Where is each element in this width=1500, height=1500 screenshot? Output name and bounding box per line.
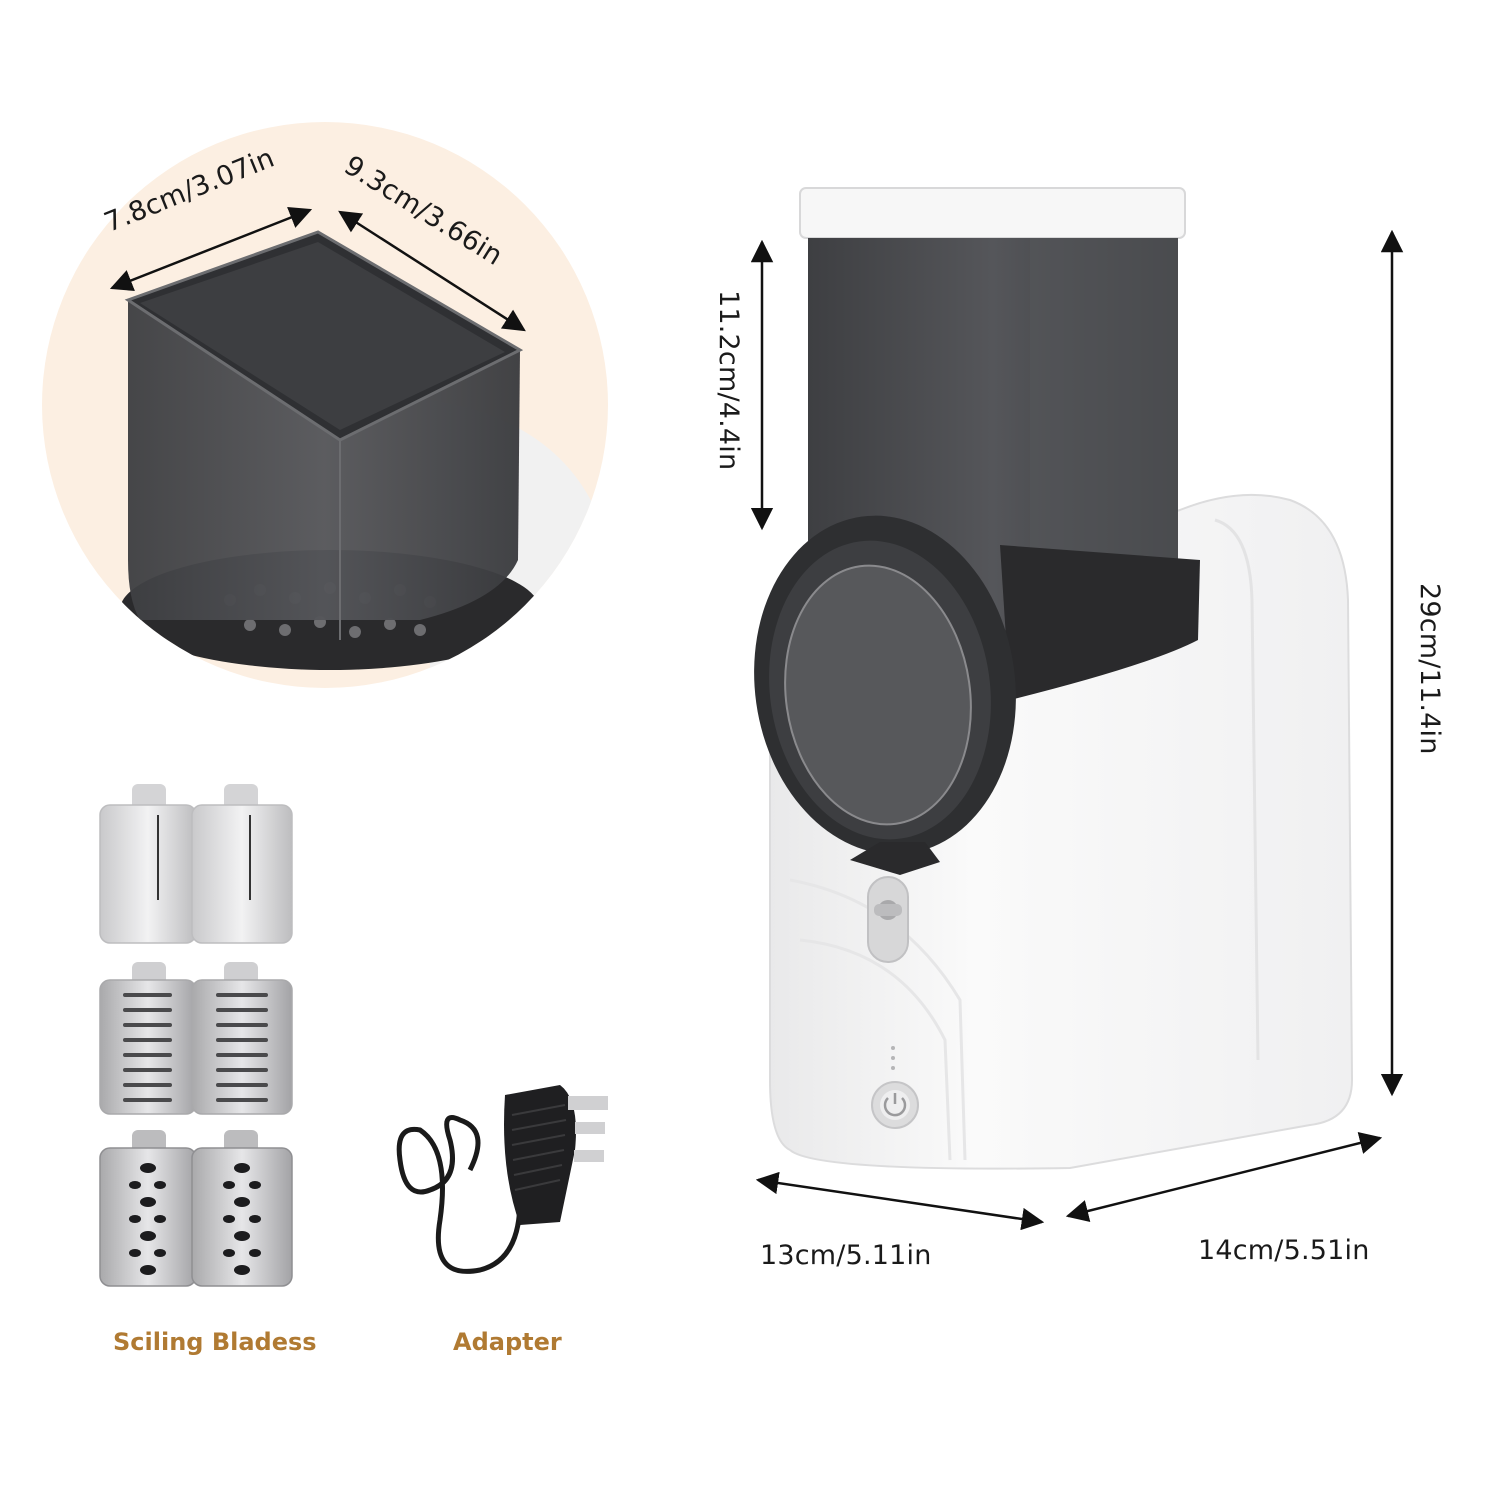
plug-icon (396, 1085, 608, 1274)
hopper-width-arrow (109, 206, 313, 292)
base-width-label: 13cm/5.11in (760, 1240, 932, 1271)
base-depth-arrow (1065, 1131, 1383, 1223)
power-button-icon (871, 1081, 919, 1129)
total-height-label: 29cm/11.4in (1414, 583, 1445, 755)
blade-set (99, 784, 293, 1287)
slicing-drum-pair (99, 784, 293, 944)
grating-drum-pair (99, 1130, 293, 1287)
shredding-drum-pair (99, 962, 293, 1115)
blades-caption: Sciling Bladess (113, 1328, 317, 1356)
base-depth-label: 14cm/5.51in (1198, 1235, 1370, 1266)
salad-maker-machine (754, 187, 1354, 1170)
hopper-lid (799, 187, 1186, 239)
hopper-height-label: 11.2cm/4.4in (713, 290, 744, 471)
hopper-depth-arrow (338, 210, 526, 332)
base-width-arrow (755, 1171, 1045, 1231)
adapter-caption: Adapter (453, 1328, 562, 1356)
